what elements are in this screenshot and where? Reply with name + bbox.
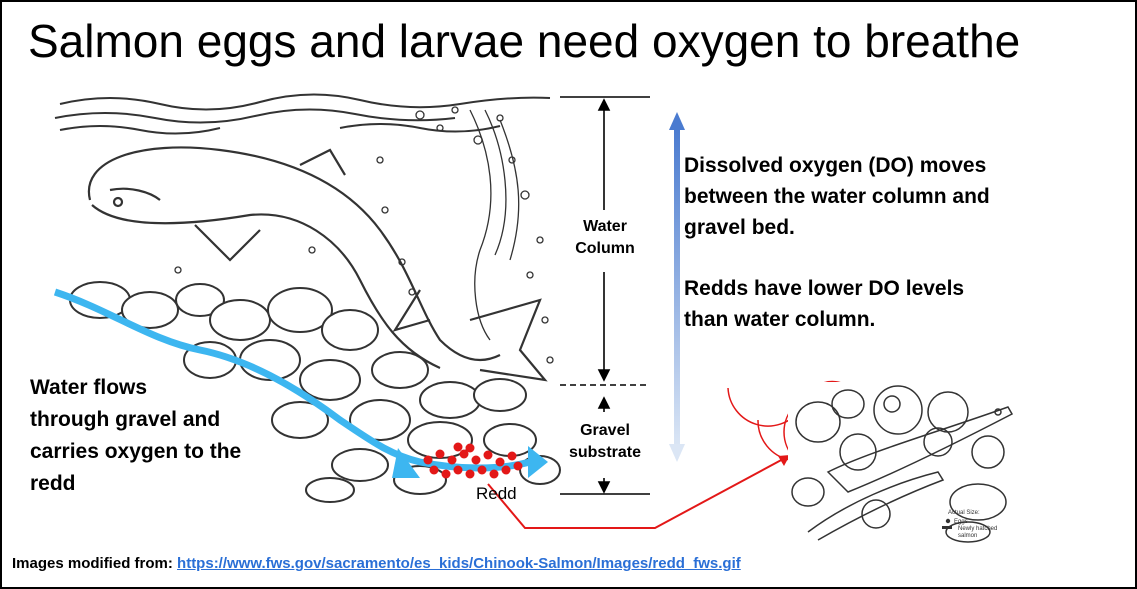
water-column-label: Water Column <box>562 216 648 260</box>
inset-hatched-label-2: salmon <box>958 533 977 539</box>
flow-text-line: carries oxygen to the <box>30 436 330 468</box>
spacer <box>684 243 1114 273</box>
source-link[interactable]: https://www.fws.gov/sacramento/es_kids/C… <box>177 555 741 572</box>
dissolved-oxygen-arrow <box>669 112 685 462</box>
flow-text-line: Water flows <box>30 372 330 404</box>
flow-text-line: redd <box>30 468 330 500</box>
source-prefix: Images modified from: <box>12 555 177 572</box>
do-text-line: Dissolved oxygen (DO) moves <box>684 150 1114 181</box>
water-column-label-line2: Column <box>562 238 648 260</box>
source-citation: Images modified from: https://www.fws.go… <box>12 555 741 572</box>
redd-label: Redd <box>476 484 517 504</box>
gravel-label-line1: Gravel <box>562 420 648 442</box>
do-text-line: between the water column and <box>684 181 1114 212</box>
inset-actual-size-label: Actual Size: <box>948 510 980 516</box>
inset-eggs-label: Eggs <box>954 519 968 525</box>
dissolved-oxygen-text: Dissolved oxygen (DO) moves between the … <box>684 150 1114 335</box>
gravel-substrate-label: Gravel substrate <box>562 420 648 464</box>
water-column-label-line1: Water <box>562 216 648 238</box>
gravel-label-line2: substrate <box>562 442 648 464</box>
water-flow-text: Water flows through gravel and carries o… <box>30 372 330 500</box>
do-text-line: than water column. <box>684 304 1114 335</box>
inset-hatched-label: Newly hatched <box>958 526 997 532</box>
egg-larvae-inset: Actual Size: Eggs Newly hatched salmon <box>788 382 1024 546</box>
water-surface-waves <box>55 94 550 133</box>
do-text-line: Redds have lower DO levels <box>684 273 1114 304</box>
do-text-line: gravel bed. <box>684 212 1114 243</box>
flow-text-line: through gravel and <box>30 404 330 436</box>
